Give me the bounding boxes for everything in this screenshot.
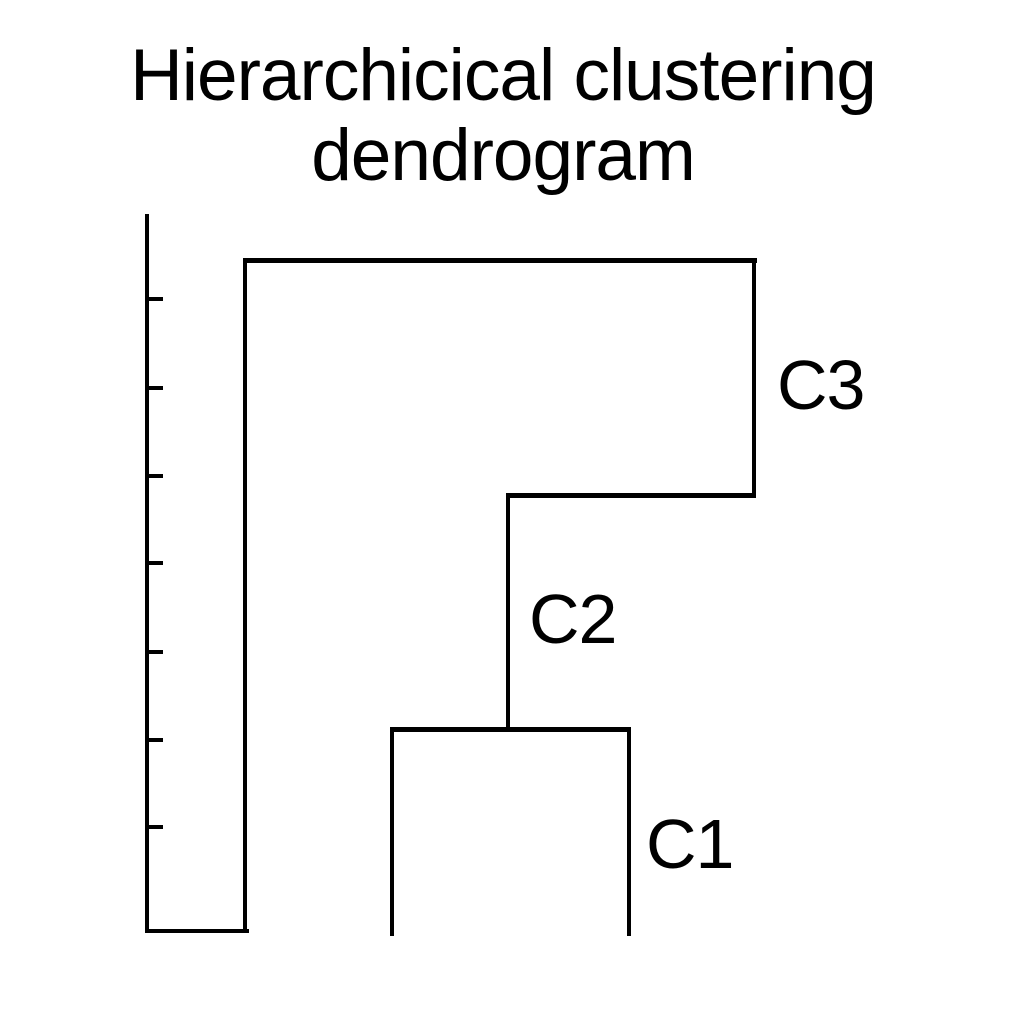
c1-leaf-line-right	[627, 727, 631, 936]
c3-branch-line	[752, 258, 756, 498]
cluster-label-c3: C3	[777, 346, 865, 424]
c1-leaf-line-left	[390, 727, 394, 936]
axis-baseline	[145, 929, 249, 933]
chart-title: Hierarchicical clustering dendrogram	[0, 36, 1006, 196]
axis-tick	[149, 561, 163, 565]
chart-title-line1: Hierarchicical clustering	[130, 35, 877, 116]
axis-tick	[149, 474, 163, 478]
axis-tick	[149, 825, 163, 829]
c2-c3-link-bar	[506, 493, 756, 498]
cluster-label-c1: C1	[646, 805, 734, 883]
root-link-bar	[243, 258, 757, 263]
axis-tick	[149, 650, 163, 654]
c2-stem-line	[506, 493, 510, 731]
chart-title-line2: dendrogram	[311, 115, 696, 196]
axis-tick	[149, 738, 163, 742]
axis-tick	[149, 386, 163, 390]
axis-tick	[149, 297, 163, 301]
cluster-label-c2: C2	[529, 580, 617, 658]
c1-link-bar	[390, 727, 631, 732]
leaf-line-left	[243, 258, 247, 933]
y-axis-line	[145, 214, 149, 933]
